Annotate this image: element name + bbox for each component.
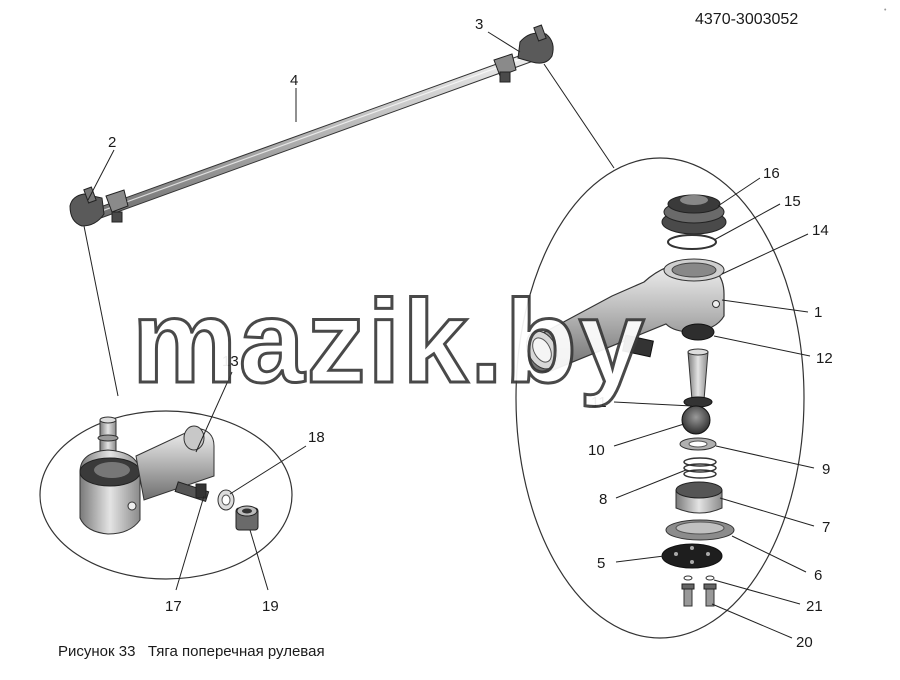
right-tip-detail <box>525 194 735 607</box>
leader-lines <box>87 31 815 639</box>
part-labels: 1 2 3 4 5 6 7 8 9 10 11 12 13 14 15 16 1… <box>108 16 833 651</box>
part-20-21-fasteners <box>681 575 717 607</box>
label-5: 5 <box>597 555 605 572</box>
label-1: 1 <box>814 304 822 321</box>
label-13: 13 <box>222 353 239 370</box>
figure-caption: Рисунок 33 Тяга поперечная рулевая <box>58 643 325 660</box>
label-7: 7 <box>822 519 830 536</box>
label-9: 9 <box>822 461 830 478</box>
left-tip-detail <box>79 416 215 535</box>
label-11: 11 <box>591 394 607 411</box>
label-20: 20 <box>796 634 813 651</box>
part-19-nut <box>235 505 259 531</box>
label-4: 4 <box>290 72 298 89</box>
corner-mark: • <box>884 7 887 14</box>
label-2: 2 <box>108 134 116 151</box>
left-tip <box>69 193 105 227</box>
connector-left <box>83 225 119 397</box>
right-detail-outline <box>515 157 805 639</box>
part-15-ring <box>667 234 717 250</box>
connector-right <box>543 63 615 169</box>
part-8-spring <box>683 457 717 479</box>
left-clamp <box>105 189 129 213</box>
right-clamp <box>493 53 517 77</box>
part-11-ball-pin <box>683 348 713 408</box>
label-14: 14 <box>812 222 829 239</box>
label-21: 21 <box>806 598 823 615</box>
document-code: 4370-3003052 <box>695 11 798 28</box>
label-3: 3 <box>475 16 483 33</box>
label-18: 18 <box>308 429 325 446</box>
part-5-cover <box>661 543 723 569</box>
label-17: 17 <box>165 598 182 615</box>
right-tip <box>517 32 554 64</box>
part-10-ball <box>681 405 711 435</box>
label-16: 16 <box>763 165 780 182</box>
label-15: 15 <box>784 193 801 210</box>
part-12-cover <box>681 323 715 341</box>
tie-rod-assembly <box>69 24 554 227</box>
label-8: 8 <box>599 491 607 508</box>
label-19: 19 <box>262 598 279 615</box>
part-16-boot <box>661 194 727 235</box>
label-6: 6 <box>814 567 822 584</box>
watermark: mazik.by <box>132 276 646 408</box>
label-12: 12 <box>816 350 833 367</box>
label-10: 10 <box>588 442 605 459</box>
left-detail-outline <box>39 410 293 580</box>
part-7-insert <box>675 481 723 514</box>
